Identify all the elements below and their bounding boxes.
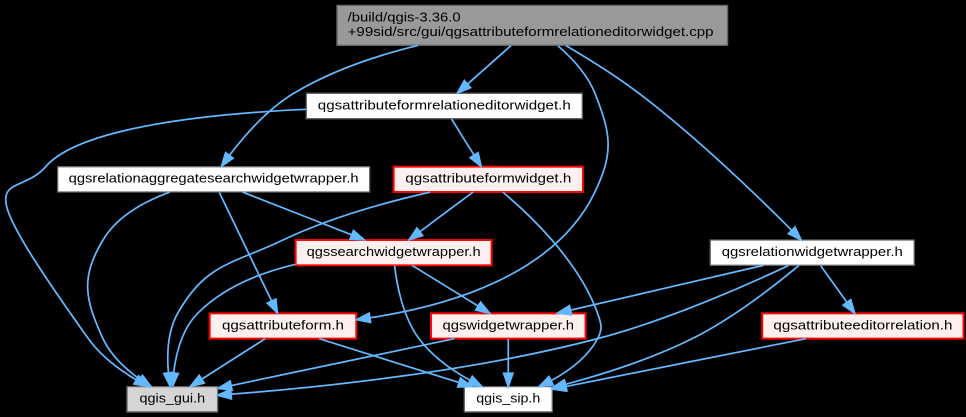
svg-text:qgsrelationaggregatesearchwidg: qgsrelationaggregatesearchwidgetwrapper.… <box>69 171 359 186</box>
svg-text:+99sid/src/gui/qgsattributefor: +99sid/src/gui/qgsattributeformrelatione… <box>348 24 714 39</box>
svg-text:qgsattributeformwidget.h: qgsattributeformwidget.h <box>405 171 571 186</box>
svg-text:qgsattributeformrelationeditor: qgsattributeformrelationeditorwidget.h <box>318 97 571 112</box>
svg-text:qgis_gui.h: qgis_gui.h <box>140 391 206 406</box>
svg-text:qgssearchwidgetwrapper.h: qgssearchwidgetwrapper.h <box>307 244 481 259</box>
svg-text:qgis_sip.h: qgis_sip.h <box>476 391 540 406</box>
svg-text:qgsrelationwidgetwrapper.h: qgsrelationwidgetwrapper.h <box>722 244 903 259</box>
svg-text:qgswidgetwrapper.h: qgswidgetwrapper.h <box>443 317 574 332</box>
svg-text:qgsattributeform.h: qgsattributeform.h <box>222 317 344 332</box>
svg-text:/build/qgis-3.36.0: /build/qgis-3.36.0 <box>348 9 461 24</box>
svg-text:qgsattributeeditorrelation.h: qgsattributeeditorrelation.h <box>773 317 952 332</box>
